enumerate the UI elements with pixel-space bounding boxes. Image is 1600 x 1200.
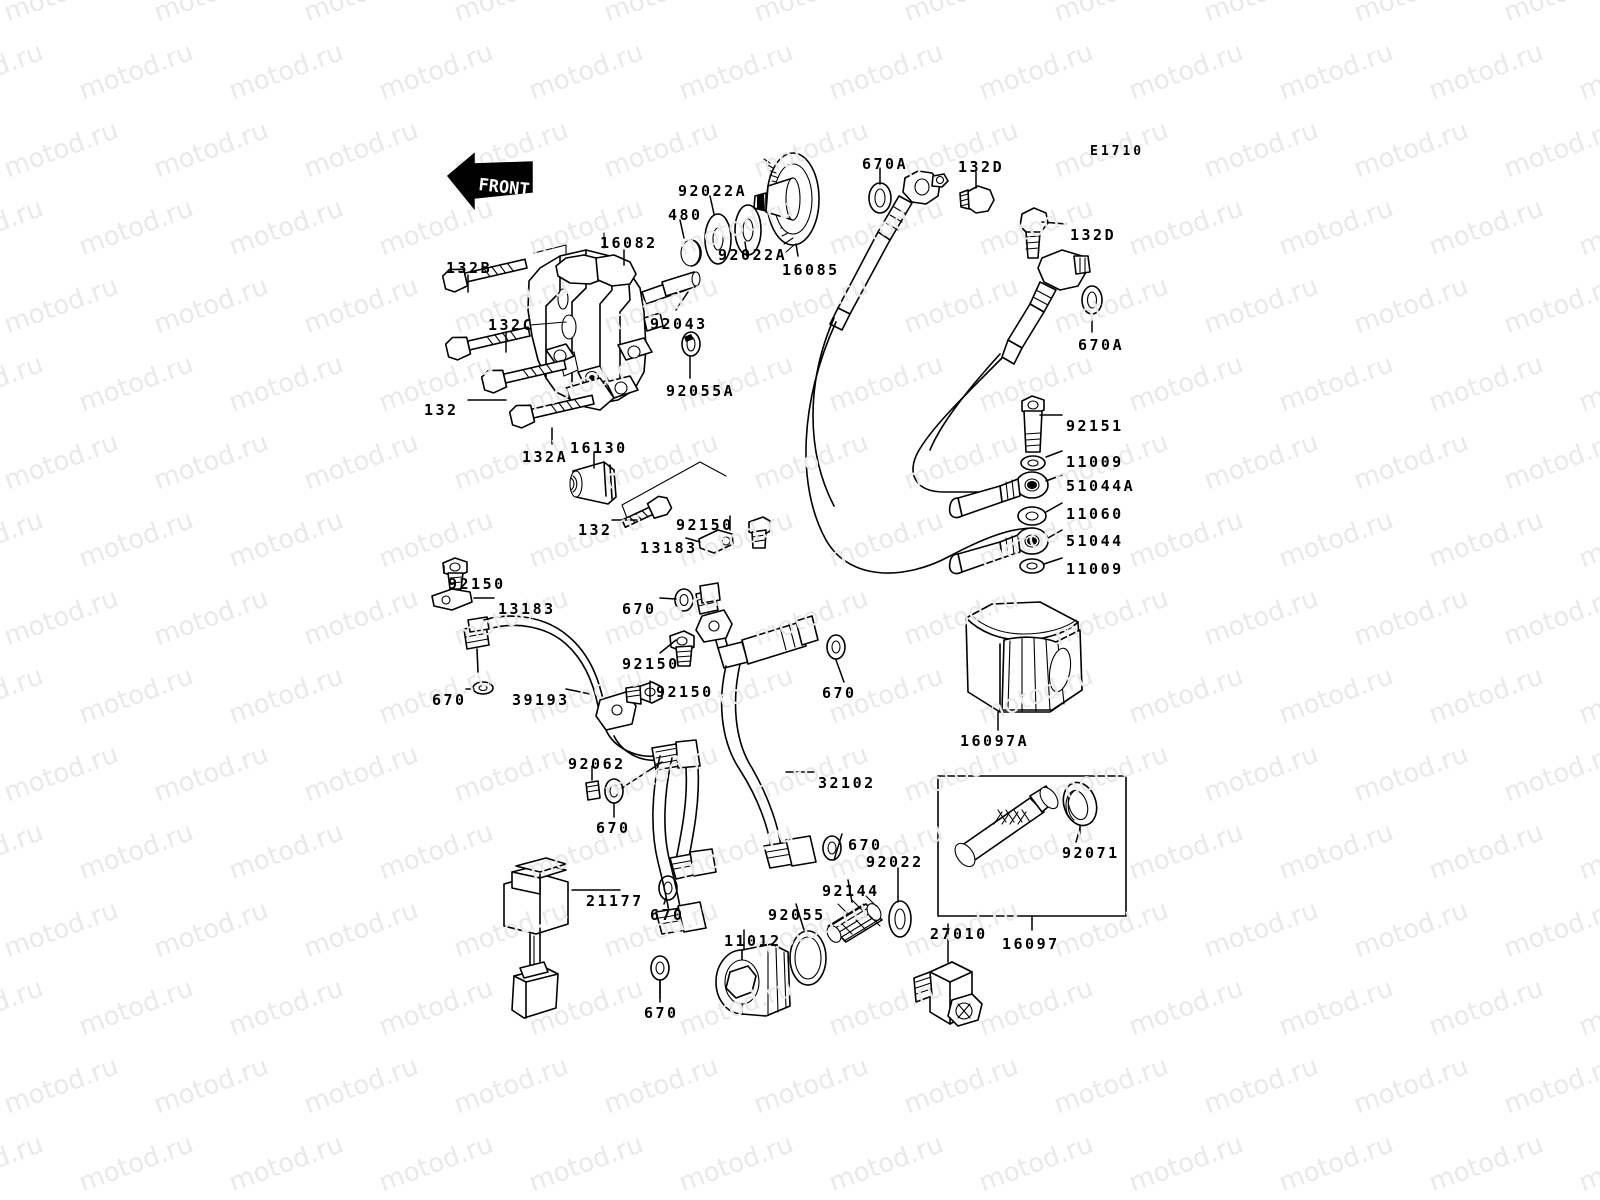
callout-27010: 27010 — [930, 925, 988, 943]
part-16097A-oil-filter — [965, 601, 1083, 713]
callout-51044A: 51044A — [1066, 477, 1136, 495]
callout-92151: 92151 — [1066, 417, 1124, 435]
callout-E1710: E1710 — [1090, 144, 1145, 159]
callout-13183: 13183 — [498, 600, 556, 618]
callout-132D: 132D — [958, 158, 1005, 176]
callout-132A: 132A — [522, 448, 569, 466]
part-92150-bolt-c1 — [669, 630, 695, 667]
callout-670: 670 — [644, 1004, 679, 1022]
part-11060-gasket — [1017, 506, 1047, 526]
part-13183-plate-mid — [698, 529, 734, 554]
callout-92022A: 92022A — [718, 246, 788, 264]
callout-32102: 32102 — [818, 774, 876, 792]
part-16130-valve — [569, 461, 617, 505]
callout-39193: 39193 — [512, 691, 570, 709]
callout-92055: 92055 — [768, 906, 826, 924]
callout-92062: 92062 — [568, 755, 626, 773]
part-51044-hose-fitting-upper — [829, 170, 949, 331]
part-132D-bolt-upper — [959, 185, 995, 214]
part-32102-oil-pipe — [674, 582, 846, 869]
callout-480: 480 — [668, 206, 703, 224]
callout-11009: 11009 — [1066, 560, 1124, 578]
callout-670: 670 — [848, 836, 883, 854]
part-92055-o-ring — [789, 930, 827, 986]
callout-132B: 132B — [446, 259, 493, 277]
callout-92150: 92150 — [676, 516, 734, 534]
callout-16085: 16085 — [782, 261, 840, 279]
callout-11012: 11012 — [724, 932, 782, 950]
part-11009-gasket-upper — [1020, 455, 1046, 471]
part-92062-jet — [585, 761, 663, 804]
callout-670: 670 — [822, 684, 857, 702]
callout-92150: 92150 — [622, 655, 680, 673]
callout-670A: 670A — [862, 155, 909, 173]
part-51044A-pipe-fitting — [948, 471, 1049, 519]
callout-16097: 16097 — [1002, 935, 1060, 953]
callout-16082: 16082 — [600, 234, 658, 252]
callout-11009: 11009 — [1066, 453, 1124, 471]
part-480-circlip — [680, 239, 702, 267]
callout-670: 670 — [622, 600, 657, 618]
part-11012-cap — [715, 943, 791, 1017]
callout-92150: 92150 — [448, 575, 506, 593]
part-92150-bolt-mid — [748, 516, 771, 549]
callout-670: 670 — [650, 906, 685, 924]
oil-pipe-secondary — [650, 755, 707, 999]
part-92043-pin — [661, 271, 701, 297]
callout-92150: 92150 — [656, 683, 714, 701]
part-39193-oil-pipe — [463, 615, 717, 901]
front-direction-marker: FRONT — [444, 150, 536, 212]
part-27010-oil-pressure-switch — [913, 961, 983, 1027]
part-13183-plate-left — [431, 588, 473, 611]
callout-92043: 92043 — [650, 315, 708, 333]
callout-132: 132 — [424, 401, 459, 419]
callout-132C: 132C — [488, 316, 535, 334]
callout-13183: 13183 — [640, 539, 698, 557]
part-92022-washer — [888, 900, 912, 938]
callout-21177: 21177 — [586, 892, 644, 910]
callout-92022A: 92022A — [678, 182, 748, 200]
part-132-bolt-lower — [618, 461, 727, 534]
callout-11060: 11060 — [1066, 505, 1124, 523]
part-92144-spring — [826, 895, 883, 943]
callout-132D: 132D — [1070, 226, 1117, 244]
part-92151-banjo-bolt — [1021, 395, 1045, 453]
callout-16097A: 16097A — [960, 732, 1030, 750]
part-92055A-o-ring — [681, 331, 701, 357]
part-92022A-washer-2 — [734, 204, 762, 256]
callout-92071: 92071 — [1062, 844, 1120, 862]
callout-92055A: 92055A — [666, 382, 736, 400]
part-92022A-washer-1 — [704, 213, 732, 265]
part-16097-filter-kit-box — [937, 775, 1127, 931]
part-670A-o-ring-right — [1081, 285, 1103, 315]
callout-92144: 92144 — [822, 882, 880, 900]
callout-92022: 92022 — [866, 853, 924, 871]
callout-132: 132 — [578, 521, 613, 539]
callout-670A: 670A — [1078, 336, 1125, 354]
leader-lines — [443, 167, 1093, 1003]
part-16085-oil-pump-gear — [753, 152, 820, 253]
part-132D-bolt-right — [1019, 207, 1049, 259]
callout-16130: 16130 — [570, 439, 628, 457]
callout-670: 670 — [596, 819, 631, 837]
part-11009-gasket-lower — [1019, 558, 1045, 574]
callout-670: 670 — [432, 691, 467, 709]
callout-51044: 51044 — [1066, 532, 1124, 550]
part-51044A-hose-fitting-right — [1001, 249, 1091, 365]
part-92150-bolt-left — [442, 557, 468, 590]
part-51044-pipe-fitting — [948, 527, 1049, 575]
part-21177-sensor — [503, 857, 569, 1019]
